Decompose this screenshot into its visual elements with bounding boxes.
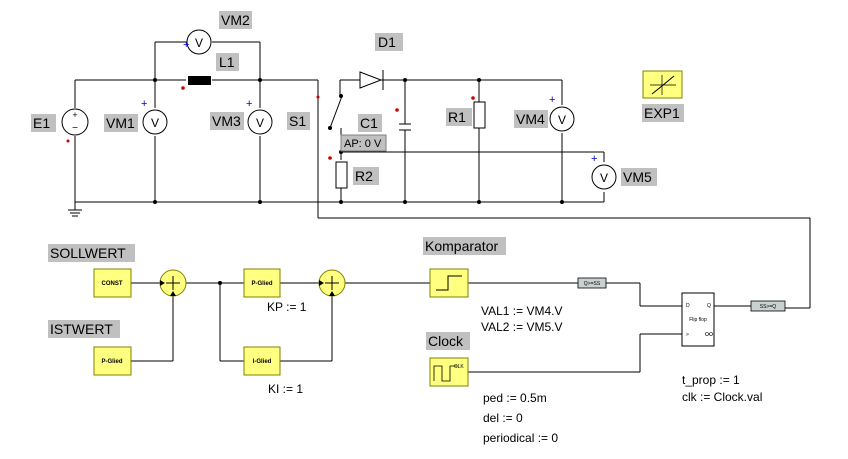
svg-text:VM2: VM2: [221, 12, 250, 28]
svg-text:ISTWERT: ISTWERT: [50, 321, 113, 337]
svg-text:V: V: [195, 36, 203, 50]
svg-text:AP: 0 V: AP: 0 V: [344, 138, 382, 150]
const-block[interactable]: CONST: [93, 268, 132, 298]
svg-text:+: +: [591, 153, 597, 165]
ki-param: KI := 1: [268, 382, 303, 396]
label-ap: AP: 0 V: [340, 134, 387, 152]
label-r2: R2: [353, 167, 379, 185]
svg-text:>: >: [686, 332, 689, 338]
t-prop-param: t_prop := 1: [682, 373, 740, 387]
kp-param: KP := 1: [267, 300, 307, 314]
periodical-param: periodical := 0: [483, 431, 558, 445]
voltmeter-vm5[interactable]: V +: [591, 153, 617, 190]
inductor-l1[interactable]: [188, 76, 211, 85]
label-d1: D1: [375, 33, 403, 51]
label-komparator: Komparator: [423, 237, 506, 255]
svg-text:CLK: CLK: [454, 364, 464, 370]
svg-text:SOLLWERT: SOLLWERT: [50, 245, 126, 261]
exp1-block[interactable]: [642, 70, 683, 99]
svg-text:+: +: [246, 98, 252, 110]
svg-text:E1: E1: [33, 115, 50, 131]
flip-flop-block[interactable]: D Q > Flip flop: [681, 292, 715, 347]
p-glied-block[interactable]: P-Glied: [243, 268, 281, 298]
svg-text:+: +: [141, 98, 147, 110]
label-vm1: VM1: [104, 114, 138, 132]
polarity-dots: [66, 86, 475, 160]
svg-text:L1: L1: [219, 54, 235, 70]
label-vm5: VM5: [621, 168, 657, 186]
svg-text:Flip flop: Flip flop: [689, 317, 707, 323]
svg-text:VM4: VM4: [516, 111, 545, 127]
label-vm3: VM3: [210, 112, 244, 130]
label-clock: Clock: [426, 332, 470, 350]
label-istwert: ISTWERT: [48, 320, 120, 338]
diode-d1[interactable]: [356, 70, 388, 90]
svg-text:+: +: [549, 94, 555, 106]
svg-text:P-Glied: P-Glied: [101, 359, 122, 365]
svg-text:SS>=Q: SS>=Q: [760, 304, 777, 310]
svg-text:+: +: [72, 110, 77, 120]
arrowheads: [160, 280, 335, 296]
converter-block-1[interactable]: Q>=SS: [577, 277, 607, 289]
svg-text:VM3: VM3: [212, 113, 241, 129]
svg-text:P-Glied: P-Glied: [251, 281, 272, 287]
svg-text:Clock: Clock: [428, 333, 464, 349]
svg-text:V: V: [151, 116, 159, 130]
label-vm4: VM4: [514, 110, 548, 128]
converter-block-2[interactable]: SS>=Q: [750, 300, 786, 312]
label-s1: S1: [287, 112, 310, 130]
power-circuit-wires: [68, 41, 811, 309]
voltage-source-e1[interactable]: + −: [61, 108, 89, 136]
komparator-block[interactable]: [429, 268, 469, 298]
resistor-r1[interactable]: [473, 101, 486, 129]
p-glied-istwert-block[interactable]: P-Glied: [93, 346, 132, 376]
voltmeter-vm3[interactable]: V +: [246, 98, 273, 135]
label-exp1: EXP1: [642, 104, 684, 122]
voltmeter-vm2[interactable]: V +: [183, 29, 212, 55]
label-c1: C1: [358, 114, 382, 132]
label-r1: R1: [446, 108, 472, 126]
svg-text:CONST: CONST: [102, 281, 123, 287]
control-junction: [218, 281, 222, 285]
svg-text:Q>=SS: Q>=SS: [584, 281, 601, 287]
del-param: del := 0: [483, 411, 523, 425]
svg-text:D: D: [686, 303, 690, 309]
svg-text:Q: Q: [707, 303, 711, 309]
label-l1: L1: [216, 53, 239, 71]
val1-param: VAL1 := VM4.V: [481, 304, 563, 318]
i-glied-block[interactable]: I-Glied: [243, 346, 281, 376]
svg-text:I-Glied: I-Glied: [253, 359, 272, 365]
label-vm2: VM2: [219, 11, 252, 29]
clk-param: clk := Clock.val: [682, 390, 762, 404]
junction-dots: [153, 78, 564, 204]
svg-text:S1: S1: [289, 113, 306, 129]
svg-text:+: +: [183, 39, 189, 51]
ped-param: ped := 0.5m: [483, 391, 547, 405]
val2-param: VAL2 := VM5.V: [481, 320, 563, 334]
svg-text:VM5: VM5: [623, 169, 652, 185]
svg-text:C1: C1: [360, 115, 378, 131]
svg-text:R2: R2: [355, 168, 373, 184]
svg-text:D1: D1: [378, 34, 396, 50]
label-sollwert: SOLLWERT: [48, 244, 135, 262]
svg-text:−: −: [72, 123, 78, 134]
control-wires: [131, 282, 751, 373]
svg-text:R1: R1: [448, 109, 466, 125]
svg-text:Komparator: Komparator: [425, 238, 498, 254]
label-e1: E1: [31, 114, 56, 132]
svg-text:VM1: VM1: [106, 115, 135, 131]
svg-text:EXP1: EXP1: [644, 105, 680, 121]
svg-text:V: V: [600, 171, 608, 185]
voltmeter-vm4[interactable]: V +: [549, 94, 575, 132]
clock-block[interactable]: CLK: [429, 357, 469, 387]
voltmeter-vm1[interactable]: V +: [141, 98, 168, 135]
svg-text:V: V: [558, 113, 566, 127]
resistor-r2[interactable]: [335, 161, 348, 189]
svg-text:V: V: [256, 116, 264, 130]
